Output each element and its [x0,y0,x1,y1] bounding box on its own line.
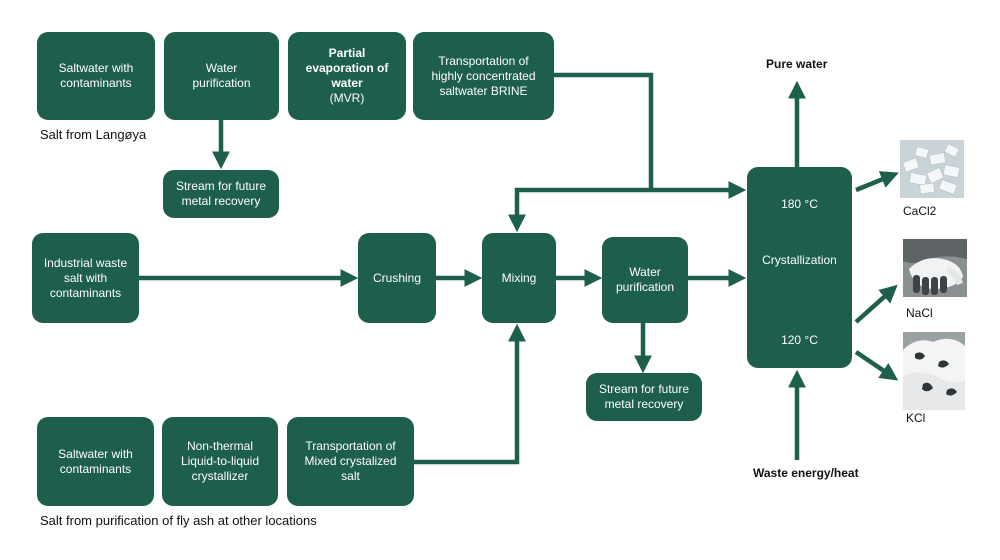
crystallizer-temp-120: 120 °C [781,333,818,347]
arrow-to-nacl [854,284,898,324]
arrow-to-cacl2 [855,171,899,193]
stream-metal-recovery-mid-box: Stream for future metal recovery [586,373,702,421]
water-purification-top-box: Water purification [164,32,279,120]
arrow-brine-to-junction [535,72,654,190]
arrow-mixed-salt-to-mixing [414,323,526,465]
salt-crystals-icon [900,140,964,198]
salt-pile-icon [903,332,965,410]
salt-langoya-label: Salt from Langøya [40,127,147,142]
water-purification-mid-box: Water purification [602,237,688,323]
nacl-photo [903,239,967,297]
mixing-box: Mixing [482,233,556,323]
stream-metal-recovery-top-box: Stream for future metal recovery [163,170,279,218]
crystallizer-box: 180 °C Crystallization 120 °C [747,167,852,368]
waste-energy-label: Waste energy/heat [753,466,859,480]
partial-evaporation-title: Partial evaporation of water [305,46,389,90]
cacl2-label: CaCl2 [903,204,937,218]
salt-fly-ash-label: Salt from purification of fly ash at oth… [40,513,317,528]
pure-water-label: Pure water [766,57,828,71]
nacl-label: NaCl [906,306,933,320]
saltwater-contaminants-top-box: Saltwater with contaminants [37,32,155,120]
industrial-waste-salt-box: Industrial waste salt with contaminants [32,233,139,323]
crushing-box: Crushing [358,233,436,323]
kcl-photo [903,332,965,410]
kcl-label: KCl [906,411,926,425]
non-thermal-crystallizer-box: Non-thermal Liquid-to-liquid crystallize… [162,417,278,506]
saltwater-contaminants-bottom-box: Saltwater with contaminants [37,417,154,506]
transport-mixed-salt-box: Transportation of Mixed crystalized salt [287,417,414,506]
crystallization-label: Crystallization [762,253,837,267]
salt-gloves-icon [903,239,967,297]
cacl2-photo [900,140,964,198]
transport-brine-box: Transportation of highly concentrated sa… [413,32,554,120]
partial-evaporation-mvr: (MVR) [329,91,365,105]
arrow-junction-to-mixing [508,187,651,233]
arrow-to-kcl [854,350,899,381]
partial-evaporation-box: Partial evaporation of water (MVR) [288,32,406,120]
crystallizer-temp-180: 180 °C [781,197,818,211]
